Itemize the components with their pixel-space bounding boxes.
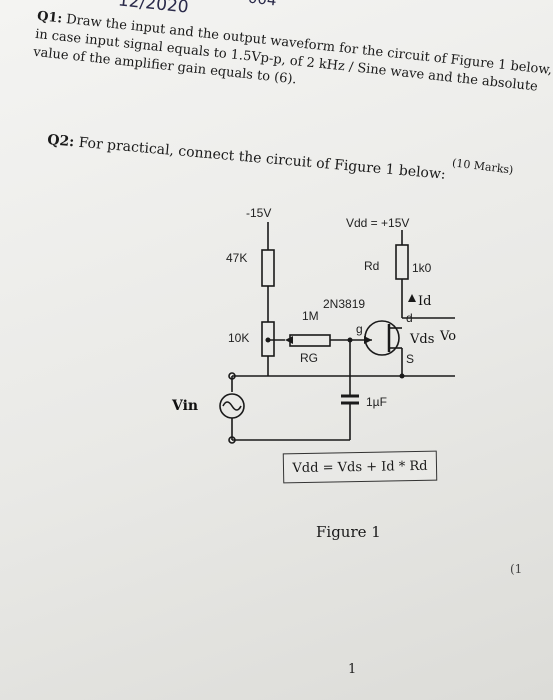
sine-icon [222, 401, 242, 411]
label-drain: d [406, 311, 413, 325]
node-dot [265, 337, 271, 343]
page-number: 1 [348, 662, 357, 677]
label-r1: 47K [226, 251, 247, 265]
resistor-rg [289, 334, 331, 347]
node-dot [347, 337, 353, 343]
label-rd-name: Rd [364, 259, 379, 273]
label-rg-value: 1M [302, 309, 319, 323]
label-cap: 1µF [366, 395, 387, 409]
document-page: 12/2020 004 Q1: Draw the input and the o… [33, 0, 553, 677]
equation-text: Vdd = Vds + Id * Rd [292, 458, 428, 476]
figure-caption: Figure 1 [316, 523, 381, 541]
label-id: Id [418, 294, 431, 309]
label-vdd: Vdd = +15V [346, 216, 409, 230]
circuit-diagram: -15V Vdd = +15V 47K 10K 1M RG Rd 1k0 2N3… [171, 206, 456, 444]
label-r2: 10K [228, 331, 249, 345]
rg-arrow-icon [285, 336, 293, 344]
label-vin: Vin [171, 398, 198, 414]
resistor-47k [261, 249, 275, 287]
jfet-body [364, 320, 400, 356]
edge-fragment: (1 [510, 562, 523, 576]
id-arrow-icon [408, 294, 416, 302]
gate-arrow-icon [364, 336, 372, 344]
equation-box: Vdd = Vds + Id * Rd [282, 450, 438, 484]
label-transistor: 2N3819 [323, 297, 365, 311]
label-source: S [406, 352, 414, 366]
vin-terminal-top [228, 372, 236, 380]
label-gate: g [356, 322, 363, 336]
node-dot [399, 373, 405, 379]
label-vo: Vo [439, 329, 456, 344]
vin-terminal-bottom [228, 436, 236, 444]
label-rd-value: 1k0 [412, 261, 432, 275]
label-vds: Vds [409, 332, 434, 347]
label-neg-supply: -15V [246, 206, 271, 220]
label-rg-name: RG [300, 351, 318, 365]
resistor-rd [395, 244, 409, 280]
